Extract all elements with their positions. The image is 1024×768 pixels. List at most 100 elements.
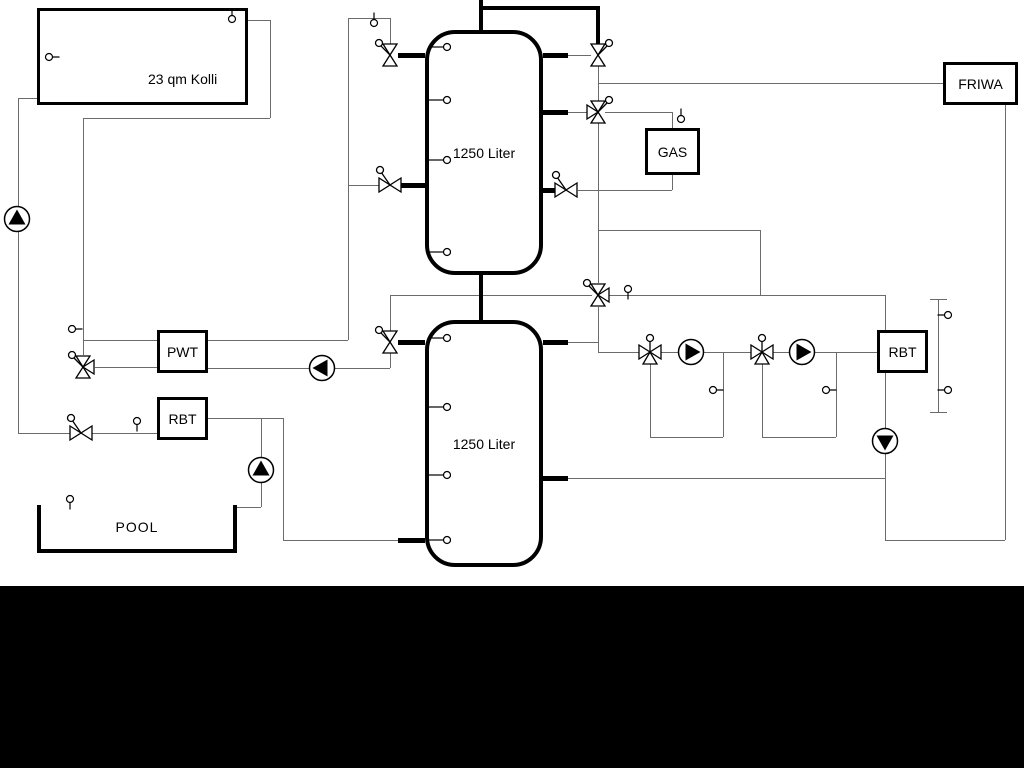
- temp-sensor-gas-icon: [676, 107, 686, 124]
- pipe: [598, 352, 639, 353]
- pipe: [760, 230, 761, 295]
- pipe: [248, 20, 270, 21]
- rbt-left-box: RBT: [157, 397, 208, 440]
- buffer-tank-top-label: 1250 Liter: [452, 144, 516, 161]
- pipe: [1005, 105, 1006, 540]
- valve-pool-line-icon: [66, 413, 93, 441]
- pipe: [598, 307, 599, 352]
- pipe: [598, 66, 599, 101]
- pipe: [95, 367, 157, 368]
- pipe: [704, 352, 751, 353]
- pipe: [773, 352, 789, 353]
- pipe: [18, 98, 19, 433]
- pipe: [607, 295, 885, 296]
- pipe: [208, 368, 309, 369]
- pipe: [83, 118, 270, 119]
- tank-sensor-icon: [429, 535, 451, 545]
- pipe: [568, 342, 598, 343]
- tank-sensor-icon: [429, 95, 451, 105]
- letterbox-bottom: [0, 586, 1024, 768]
- pipe: [390, 18, 391, 44]
- tank-stub: [400, 183, 425, 188]
- pipe-end-tick: [930, 412, 947, 413]
- valve-gas-return-icon: [551, 170, 578, 198]
- tank-stub: [543, 53, 568, 58]
- pwt-label: PWT: [166, 343, 199, 360]
- solar-collector-label: 23 qm Kolli: [148, 71, 218, 87]
- tank-stub: [543, 188, 557, 193]
- pipe: [762, 437, 836, 438]
- pipe-thick: [479, 0, 483, 30]
- temp-sensor-distribution-icon: [623, 284, 633, 301]
- temp-sensor-circuit-1-icon: [708, 385, 725, 395]
- pipe: [885, 295, 886, 330]
- pipe: [885, 478, 886, 540]
- pipe: [815, 352, 877, 353]
- pipe: [283, 540, 398, 541]
- pipe: [390, 353, 391, 368]
- temp-sensor-collector-2-icon: [44, 52, 61, 62]
- temp-sensor-collector-icon: [227, 7, 237, 24]
- pipe: [568, 55, 591, 56]
- temp-sensor-rbt-bottom-icon: [936, 385, 953, 395]
- pipe-end-tick: [930, 299, 947, 300]
- pump-heating-circuit-1-icon: [677, 338, 705, 366]
- pipe: [661, 352, 678, 353]
- temp-sensor-rbt-left-icon: [132, 416, 142, 433]
- pump-heating-circuit-2-icon: [788, 338, 816, 366]
- pipe: [598, 83, 943, 84]
- tank-sensor-icon: [429, 42, 451, 52]
- pipe-thick: [479, 275, 483, 320]
- mixing-valve-circuit-1-icon: [638, 333, 662, 365]
- pipe: [568, 112, 589, 113]
- pump-pwt-icon: [308, 354, 336, 382]
- pwt-heat-exchanger-box: PWT: [157, 330, 208, 373]
- mixing-valve-circuit-2-icon: [750, 333, 774, 365]
- solar-collector-box: 23 qm Kolli: [37, 8, 248, 105]
- pipe: [938, 300, 939, 412]
- pipe: [283, 418, 284, 540]
- pipe: [335, 368, 390, 369]
- buffer-tank-bottom: 1250 Liter: [425, 320, 543, 567]
- valve-tank-bottom-left-icon: [374, 325, 398, 354]
- pipe: [723, 352, 724, 437]
- tank-stub: [398, 538, 425, 543]
- rbt-right-box: RBT: [877, 330, 928, 373]
- pipe: [836, 352, 837, 437]
- pipe: [92, 433, 157, 434]
- pipe: [390, 295, 391, 331]
- pipe: [270, 20, 271, 118]
- gas-label: GAS: [657, 143, 688, 160]
- pipe: [261, 418, 262, 457]
- pipe: [885, 453, 886, 478]
- pump-rbt-return-icon: [871, 427, 899, 455]
- pipe: [672, 175, 673, 190]
- temp-sensor-collector-return-icon: [67, 324, 84, 334]
- pipe: [598, 123, 599, 283]
- friwa-station-box: FRIWA: [943, 62, 1018, 105]
- pool-label: POOL: [115, 519, 159, 535]
- pipe: [390, 295, 592, 296]
- pipe: [208, 340, 348, 341]
- rbt-left-label: RBT: [168, 410, 197, 427]
- tank-stub: [543, 476, 568, 481]
- pipe: [605, 112, 672, 113]
- tank-stub: [543, 110, 568, 115]
- three-way-valve-collector-icon: [67, 350, 95, 379]
- temp-sensor-circuit-2-icon: [821, 385, 838, 395]
- buffer-tank-bottom-label: 1250 Liter: [452, 435, 516, 452]
- pipe: [348, 18, 349, 340]
- pipe: [208, 418, 283, 419]
- temp-sensor-rbt-top-icon: [936, 310, 953, 320]
- pipe-thick: [479, 6, 600, 10]
- tank-sensor-icon: [429, 470, 451, 480]
- pipe: [261, 483, 262, 507]
- pipe: [18, 433, 70, 434]
- friwa-label: FRIWA: [958, 75, 1003, 92]
- pipe-thick: [596, 6, 600, 46]
- pipe: [237, 507, 261, 508]
- valve-tank-top-left-icon: [374, 38, 398, 67]
- pump-collector-icon: [3, 205, 31, 233]
- tank-stub: [398, 53, 425, 58]
